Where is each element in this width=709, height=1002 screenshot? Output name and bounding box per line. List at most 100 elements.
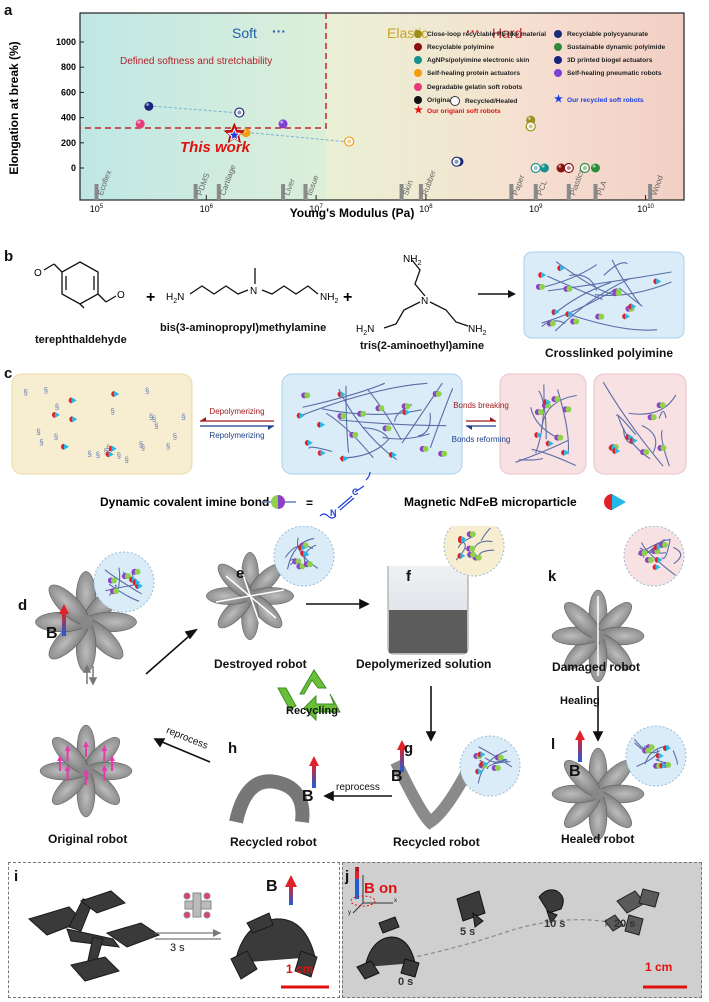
b-field-i: B xyxy=(266,878,278,895)
ndfeb-half xyxy=(662,762,668,769)
material-marker xyxy=(648,184,653,200)
monomer-fragment: § xyxy=(149,412,153,421)
ndfeb-half xyxy=(628,434,634,441)
polymer-chain xyxy=(602,381,664,467)
imine-node-half xyxy=(557,434,564,441)
hard-dots: ··· xyxy=(466,23,480,39)
reactant2-name: bis(3-aminopropyl)methylamine xyxy=(160,322,327,334)
ndfeb-half xyxy=(658,752,664,759)
ndfeb-half xyxy=(554,309,560,316)
panel-label-j: j xyxy=(345,868,350,885)
polymer-chain xyxy=(611,259,642,306)
imine-node-half xyxy=(124,573,131,580)
ndfeb-half xyxy=(60,443,64,450)
legend-swatch xyxy=(554,69,562,77)
imine-node-half xyxy=(404,403,411,410)
imine-node-half xyxy=(665,761,672,768)
ndfeb-half xyxy=(475,768,479,775)
reactant3-name: tris(2-aminoethyl)amine xyxy=(360,340,485,352)
soft-dots: ··· xyxy=(272,23,286,39)
imine-node-half xyxy=(647,557,654,564)
time-10s: 10 s xyxy=(544,918,566,930)
monomer-fragment: § xyxy=(154,422,158,431)
legend-item: AgNPs/polyimine electronic skin xyxy=(414,56,529,64)
ndfeb-half xyxy=(457,552,461,559)
legend-text: 3D printed biogel actuators xyxy=(567,56,653,64)
bis-amine-structure xyxy=(189,268,319,295)
panel-i-illustration xyxy=(27,875,329,989)
legend-text: Our origiani soft robots xyxy=(427,107,501,115)
ndfeb-half xyxy=(480,751,486,758)
imine-node-half xyxy=(554,396,561,403)
panel-i-frame xyxy=(8,862,340,998)
polymer-chain xyxy=(661,538,671,559)
monomer-fragment: § xyxy=(152,415,156,424)
ndfeb-half xyxy=(299,412,305,419)
imine-node-half xyxy=(565,406,572,413)
aldehyde-o-1: O xyxy=(34,268,42,279)
ndfeb-half xyxy=(108,451,114,458)
imine-node-half xyxy=(662,541,669,548)
polymer-chain xyxy=(569,314,658,331)
plus-2: + xyxy=(343,289,352,306)
polymer-chain xyxy=(628,394,677,415)
material-marker xyxy=(193,184,198,200)
b-field-arrowhead xyxy=(59,604,69,614)
polymer-chain xyxy=(672,546,682,565)
coordinate-axes xyxy=(352,875,393,914)
imine-node-half xyxy=(660,445,667,452)
polymer-chain xyxy=(105,584,136,592)
legend-item: Self-healing protein actuators xyxy=(414,69,520,77)
imine-node-half xyxy=(537,409,544,416)
monomer-fragment: § xyxy=(39,438,43,447)
polymer-chain xyxy=(325,412,374,459)
ndfeb-half xyxy=(68,397,72,404)
robot-frame-0s xyxy=(356,916,420,980)
flower-robots xyxy=(35,552,645,841)
zoom-inset xyxy=(623,526,685,587)
polymer-chain xyxy=(321,408,422,416)
polymer-chain xyxy=(104,569,142,595)
soft-region xyxy=(80,13,326,200)
b-field-d: B xyxy=(46,625,58,642)
ndfeb-half xyxy=(665,745,671,752)
polymer-chain xyxy=(554,278,630,332)
legend-swatch xyxy=(414,30,422,38)
damaged-caption: Damaged robot xyxy=(552,660,641,674)
panel-label-a: a xyxy=(4,2,13,19)
ndfeb-half xyxy=(537,431,543,438)
legend-text: Self-healing pneumatic robots xyxy=(567,69,662,77)
tris-n: N xyxy=(421,296,428,307)
magnetization-arrowhead xyxy=(57,755,63,761)
equals-sign: = xyxy=(306,496,313,510)
ndfeb-half xyxy=(608,444,612,451)
ndfeb-half xyxy=(479,760,483,767)
imine-node-half xyxy=(299,563,306,570)
monomer-fragment: § xyxy=(104,447,108,456)
legend-swatch xyxy=(450,96,460,106)
imine-structure xyxy=(319,471,371,519)
network-box-c xyxy=(281,373,463,475)
magnetization-arrowhead xyxy=(64,745,71,752)
polymer-chain xyxy=(108,584,117,596)
legend-item: ★Our origiani soft robots xyxy=(414,106,501,116)
ndfeb-half xyxy=(659,762,663,769)
polymer-chain xyxy=(546,275,603,301)
polymer-chain xyxy=(300,382,428,417)
legend-text: AgNPs/polyimine electronic skin xyxy=(427,56,530,64)
data-point-recycled-core xyxy=(237,110,242,115)
imine-bond-icon xyxy=(262,495,296,509)
material-marker xyxy=(303,184,308,200)
imine-node-half xyxy=(134,568,141,575)
ndfeb-half xyxy=(538,271,542,278)
legend-item: Original xyxy=(414,96,452,104)
monomer-fragment: § xyxy=(44,386,48,395)
scale-bar-j: 1 cm xyxy=(645,960,673,974)
legend-text: Recyclable polycyanurate xyxy=(567,30,648,38)
data-point-recycled-core xyxy=(347,139,352,144)
panel-label-g: g xyxy=(404,740,414,757)
polymer-chain xyxy=(672,750,678,765)
polymer-chain xyxy=(286,537,315,570)
legend-item: Degradable gelatin soft robots xyxy=(414,83,522,91)
b-field-arrow xyxy=(578,738,582,762)
